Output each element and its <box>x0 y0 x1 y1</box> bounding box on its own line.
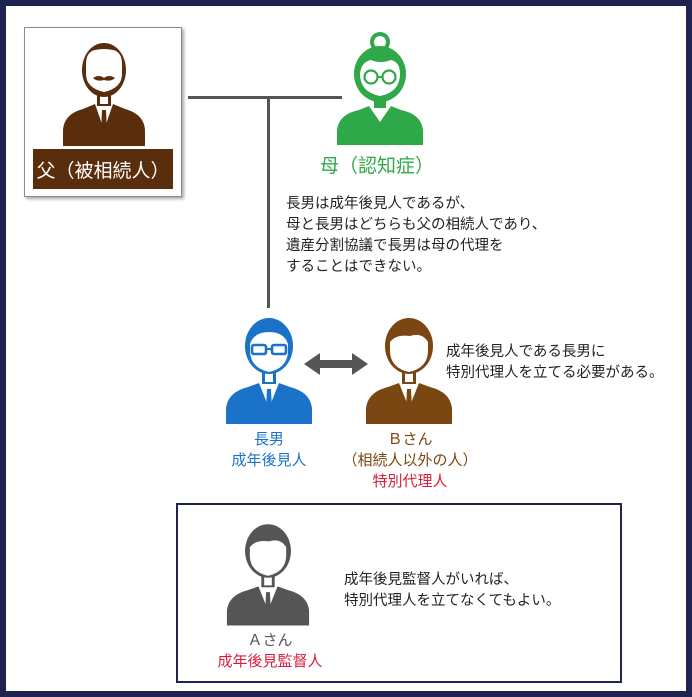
marriage-line <box>188 96 342 99</box>
son-role: 長男 <box>253 430 284 448</box>
elderly-woman-glasses-icon <box>337 32 423 145</box>
businessman-gray-icon <box>226 524 310 626</box>
agent-desc: （相続人以外の人） <box>342 451 478 469</box>
supervisor-name: Ａさん <box>247 631 293 649</box>
son-label: 長男 成年後見人 <box>214 429 324 471</box>
child-line <box>267 96 270 308</box>
agent-name: Ｂさん <box>387 430 433 448</box>
note-main-line: 長男は成年後見人であるが、 <box>286 196 475 212</box>
note-agent-line: 成年後見人である長男に <box>446 344 606 360</box>
note-main: 長男は成年後見人であるが、 母と長男はどちらも父の相続人であり、 遺産分割協議で… <box>286 194 546 278</box>
note-supervisor-line: 成年後見監督人がいれば、 <box>344 572 518 588</box>
note-main-line: することはできない。 <box>286 259 431 275</box>
note-agent-line: 特別代理人を立てる必要がある。 <box>446 365 664 381</box>
note-supervisor: 成年後見監督人がいれば、 特別代理人を立てなくてもよい。 <box>344 570 560 612</box>
note-agent: 成年後見人である長男に 特別代理人を立てる必要がある。 <box>446 342 664 384</box>
supervisor-label: Ａさん 成年後見監督人 <box>200 630 340 672</box>
mother-label: 母（認知症） <box>320 155 435 177</box>
note-main-line: 遺産分割協議で長男は母の代理を <box>286 238 504 254</box>
note-main-line: 母と長男はどちらも父の相続人であり、 <box>286 217 547 233</box>
note-supervisor-line: 特別代理人を立てなくてもよい。 <box>344 593 561 609</box>
double-arrow-icon <box>304 353 368 375</box>
agent-title: 特別代理人 <box>372 472 448 490</box>
supervisor-title: 成年後見監督人 <box>217 652 323 670</box>
businessman-icon <box>366 318 452 424</box>
man-glasses-icon <box>226 318 312 424</box>
son-title: 成年後見人 <box>231 451 307 469</box>
agent-label: Ｂさん （相続人以外の人） 特別代理人 <box>332 429 488 492</box>
man-mustache-icon <box>63 43 145 146</box>
father-card: 父（被相続人） <box>24 27 182 197</box>
father-label: 父（被相続人） <box>33 149 173 189</box>
